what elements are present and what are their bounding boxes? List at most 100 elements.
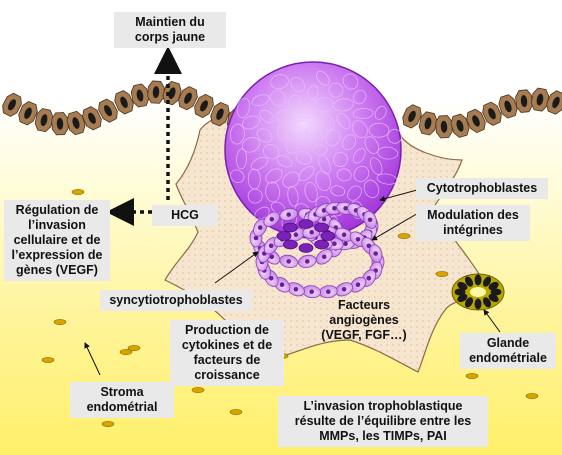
gland-cell: [488, 293, 499, 303]
epithelial-cell: [546, 90, 562, 115]
blastocyst-cell-outline: [353, 89, 367, 105]
blastocyst-cell-outline: [318, 154, 331, 175]
label-regulation-line-3: cellulaire et de: [13, 233, 101, 247]
blastocyst-cell-outline: [282, 171, 300, 189]
blastocyst-cell-outline: [336, 168, 352, 182]
cytotrophoblast-nucleus: [314, 222, 330, 233]
label-invasion-line-3: MMPs, les TIMPs, PAI: [319, 429, 447, 443]
label-facteurs-line-3: (VEGF, FGF…): [321, 328, 407, 342]
stroma-cells: [41, 189, 539, 427]
epithelial-cell: [530, 87, 550, 112]
blastocyst-cell-outline: [351, 120, 368, 139]
label-invasion-line-1: L’invasion trophoblastique: [303, 399, 463, 413]
stroma-cell: [53, 319, 67, 325]
blastocyst-cell-outline: [230, 169, 245, 183]
epithelial-cell: [435, 115, 453, 139]
blastocyst-cell-outline: [256, 128, 273, 143]
stroma-cell: [41, 357, 55, 363]
gland-cell: [474, 274, 482, 286]
cytotrophoblast-cluster: [249, 201, 385, 299]
label-invasion-trophoblastique: L’invasion trophoblastique résulte de l’…: [278, 396, 488, 447]
stroma-cell: [119, 349, 133, 355]
epithelial-cell: [34, 108, 54, 133]
blastocyst-cell-outline: [376, 173, 398, 185]
blastocyst-cell-outline: [342, 73, 359, 90]
epithelial-cell: [498, 94, 518, 119]
cytotrophoblast-cell: [279, 208, 298, 222]
cytotrophoblast-cell: [298, 254, 317, 268]
blastocyst-cell-outline: [265, 181, 281, 203]
epithelial-cell: [51, 112, 69, 136]
label-production-cytokines: Production de cytokines et de facteurs d…: [170, 320, 284, 386]
label-production-line-4: croissance: [194, 368, 260, 382]
blastocyst-cell-outline: [368, 122, 390, 138]
blastocyst-cell-outline: [315, 170, 331, 191]
blastocyst-cell-outline: [288, 94, 302, 110]
label-glande-line-1: Glande: [486, 336, 530, 350]
blastocyst-cell-outline: [295, 151, 313, 165]
label-facteurs-line-1: Facteurs: [337, 298, 391, 312]
epithelial-cell: [418, 111, 438, 136]
gland-cell: [474, 298, 482, 310]
label-production-line-2: cytokines et de: [181, 338, 273, 352]
label-syncytiotrophoblastes: syncytiotrophoblastes: [100, 290, 252, 311]
label-cytotrophoblastes: Cytotrophoblastes: [416, 178, 548, 199]
blastocyst-cell-outline: [229, 123, 245, 145]
epithelial-cell: [98, 98, 118, 123]
blastocyst-cell-outline: [276, 125, 288, 141]
epithelial-cell: [402, 104, 422, 129]
blastocyst-cell-outline: [333, 152, 348, 167]
blastocyst-cell-outline: [276, 109, 292, 125]
gland-cell: [464, 297, 474, 308]
blastocyst-cell-outline: [270, 90, 287, 107]
label-production-line-3: facteurs de: [193, 353, 261, 367]
blastocyst-cell-outline: [307, 85, 319, 100]
epithelial-cell: [2, 92, 22, 117]
label-maintien-line-2: corps jaune: [134, 30, 206, 44]
blastocyst-cell-outline: [236, 97, 250, 119]
blastocyst-cell-outline: [254, 206, 270, 220]
label-maintien-corps-jaune: Maintien du corps jaune: [114, 12, 226, 48]
blastocyst-cell-outline: [352, 148, 366, 164]
blastocyst-cell-outline: [387, 128, 403, 144]
label-invasion-line-2: résulte de l’équilibre entre les: [294, 414, 472, 428]
cytotrophoblast-nucleus: [282, 239, 298, 250]
blastocyst-cell-outline: [332, 98, 354, 112]
label-glande-line-2: endométriale: [469, 351, 547, 365]
blastocyst-cell-outline: [330, 185, 346, 197]
label-stroma-line-1: Stroma: [100, 385, 144, 399]
label-regulation-line-5: gènes (VEGF): [16, 263, 98, 277]
gland-cell: [454, 288, 466, 296]
epithelial-cell: [210, 102, 230, 127]
blastocyst-cell-outline: [342, 134, 356, 151]
blastocyst-cell-outline: [276, 155, 293, 168]
label-regulation: Régulation de l’invasion cellulaire et d…: [4, 200, 110, 281]
stroma-cell: [191, 387, 205, 393]
blastocyst-cell-outline: [270, 74, 289, 90]
epithelial-cell: [147, 80, 165, 104]
cytotrophoblast-cell: [363, 210, 377, 229]
label-modulation-line-1: Modulation des: [427, 208, 519, 222]
label-maintien-line-1: Maintien du: [135, 15, 205, 29]
stroma-cell: [397, 233, 411, 239]
stroma-cell: [127, 345, 141, 351]
cytotrophoblast-cell: [263, 211, 281, 227]
label-facteurs-line-2: angiogènes: [329, 313, 399, 327]
blastocyst-cell-outline: [241, 115, 261, 130]
blastocyst-cell-outline: [364, 136, 379, 154]
label-modulation-integrines: Modulation des intégrines: [416, 205, 530, 241]
blastocyst-cell-outline: [236, 148, 248, 170]
epithelial-cell: [66, 110, 86, 136]
stroma-cell: [101, 421, 115, 427]
stroma-cell: [525, 393, 539, 399]
blastocyst-cell-outline: [353, 165, 370, 182]
cytotrophoblast-nucleus: [314, 239, 330, 250]
cytotrophoblast-cell: [302, 285, 322, 299]
blastocyst-cell-outline: [259, 109, 275, 124]
stroma-cell: [465, 373, 479, 379]
gland-cell: [490, 288, 502, 296]
epithelial-cell: [178, 86, 198, 111]
cytotrophoblast-cell: [335, 227, 354, 242]
cytotrophoblast-nucleus: [298, 243, 314, 253]
blastocyst-cell-outline: [363, 179, 380, 199]
